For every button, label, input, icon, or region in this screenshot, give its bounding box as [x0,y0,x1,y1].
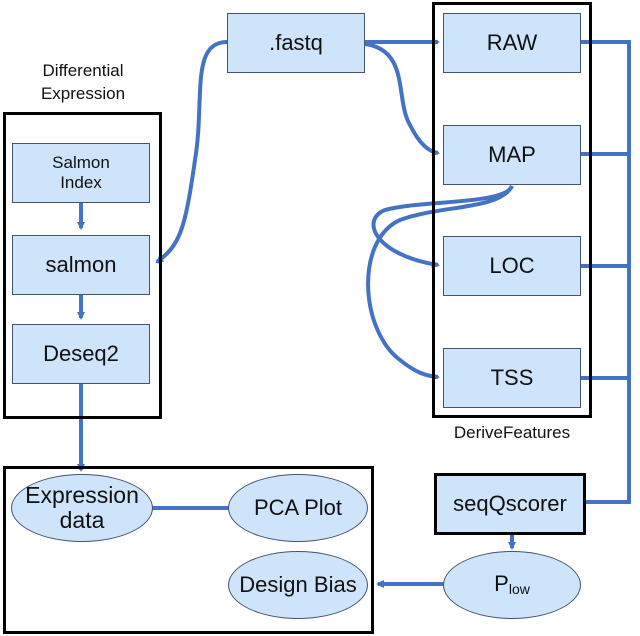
derive-features-group [432,2,592,418]
differential-expression-label: Differential Expression [18,60,148,106]
plow-subscript: low [508,581,530,598]
pca-plot-node[interactable]: PCA Plot [228,474,368,542]
edge-map-loc [371,184,514,269]
design-bias-node[interactable]: Design Bias [228,551,368,619]
node-label: salmon [45,251,117,277]
derive-features-label: DeriveFeatures [453,423,571,442]
node-label: LOC [489,252,535,278]
node-label: RAW [486,29,538,55]
differential-expression-group [3,112,162,419]
node-label: Deseq2 [43,340,119,366]
node-label: PCA Plot [253,494,343,520]
edge-map-tss [366,184,514,381]
fastq-node[interactable]: .fastq [227,13,365,73]
node-label: seqQscorer [453,490,567,516]
node-label: Salmon [52,152,110,172]
edge-features-seqqscorer [581,40,631,504]
deseq2-node[interactable]: Deseq2 [12,324,150,384]
loc-node[interactable]: LOC [443,236,581,296]
label-line: Differential [42,61,124,80]
plow-node[interactable]: Plow [443,551,581,619]
label-line: Expression [40,83,126,103]
edge-fastq-map [364,42,440,157]
node-label: .fastq [269,29,323,55]
map-node[interactable]: MAP [443,125,581,185]
node-label: MAP [488,141,536,167]
plow-main: P [494,571,509,597]
node-label: Expression [25,481,139,508]
salmon-index-node[interactable]: Salmon Index [12,143,150,203]
expression-data-node[interactable]: Expression data [11,474,153,542]
node-label: data [59,507,105,533]
raw-node[interactable]: RAW [443,13,581,73]
edge-fastq-salmon [155,40,228,264]
node-label: Index [60,173,102,192]
output-group [3,466,374,634]
seqqscorer-node[interactable]: seqQscorer [434,473,586,535]
node-label: Design Bias [239,571,357,597]
tss-node[interactable]: TSS [443,348,581,408]
node-label: TSS [490,364,534,390]
node-label: Plow [494,572,530,597]
salmon-node[interactable]: salmon [12,235,150,295]
